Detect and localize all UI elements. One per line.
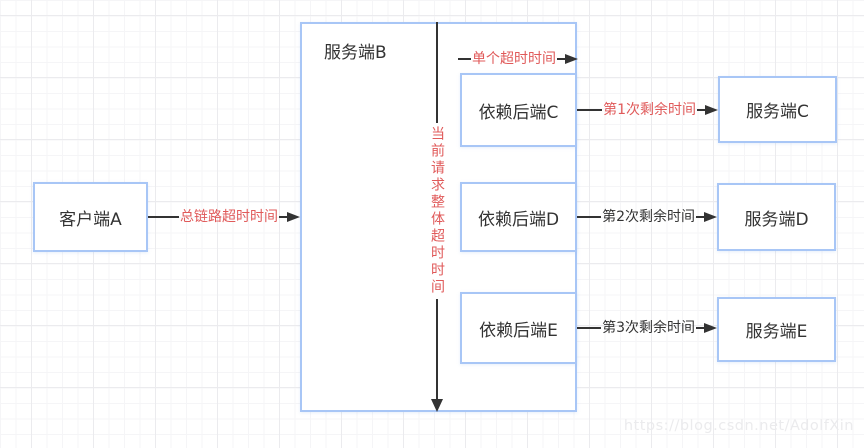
arrow-line-segment (577, 327, 602, 329)
box-server-e: 服务端E (717, 297, 836, 362)
arrow-line-segment (696, 327, 704, 329)
box-server-c: 服务端C (718, 76, 837, 143)
arrowhead-right-icon (704, 323, 717, 333)
box-dep-backend-d-label: 依赖后端D (477, 209, 560, 230)
edge-label-overall-request-timeout: 当前请求整体超时时间 (429, 125, 445, 296)
box-server-d: 服务端D (717, 183, 836, 251)
edge-label-remaining-3: 第3次剩余时间 (602, 320, 695, 336)
box-server-e-label: 服务端E (745, 322, 808, 342)
arrow-line-segment (148, 216, 179, 218)
arrow-line-segment (577, 216, 602, 218)
arrowhead-right-icon (287, 212, 300, 222)
box-dep-backend-e: 依赖后端E (460, 292, 577, 364)
box-client-a: 客户端A (33, 182, 148, 252)
arrowhead-right-icon (705, 105, 718, 115)
arrow-line-segment (436, 298, 438, 399)
arrow-overall-request-timeout: 当前请求整体超时时间 (425, 22, 449, 412)
edge-label-remaining-1: 第1次剩余时间 (603, 102, 696, 118)
arrow-remaining-2: 第2次剩余时间 (577, 207, 717, 227)
box-dep-backend-c-label: 依赖后端C (478, 102, 559, 123)
watermark-text: https://blog.csdn.net/AdolfXin (623, 418, 854, 434)
edge-label-remaining-2: 第2次剩余时间 (602, 209, 695, 225)
arrow-remaining-1: 第1次剩余时间 (577, 100, 718, 120)
box-server-c-label: 服务端C (746, 102, 809, 122)
arrow-line-segment (697, 109, 705, 111)
arrow-single-timeout: 单个超时时间 (458, 49, 578, 69)
arrow-line-segment (458, 58, 471, 60)
arrow-line-segment (557, 58, 565, 60)
box-server-d-label: 服务端D (744, 209, 809, 230)
arrowhead-down-icon (431, 399, 443, 412)
box-dep-backend-c: 依赖后端C (460, 73, 577, 147)
edge-label-total-link-timeout: 总链路超时时间 (180, 209, 278, 225)
box-dep-backend-d: 依赖后端D (460, 182, 577, 252)
box-client-a-label: 客户端A (59, 209, 122, 230)
arrow-line-segment (696, 216, 704, 218)
arrowhead-right-icon (565, 54, 578, 64)
box-server-b-label: 服务端B (324, 43, 387, 63)
edge-label-single-timeout: 单个超时时间 (472, 51, 556, 67)
box-dep-backend-e-label: 依赖后端E (479, 320, 558, 341)
arrow-line-segment (436, 22, 438, 123)
arrow-line-segment (577, 109, 603, 111)
arrow-total-link-timeout: 总链路超时时间 (148, 207, 300, 227)
arrow-line-segment (279, 216, 287, 218)
arrow-remaining-3: 第3次剩余时间 (577, 318, 717, 338)
arrowhead-right-icon (704, 212, 717, 222)
